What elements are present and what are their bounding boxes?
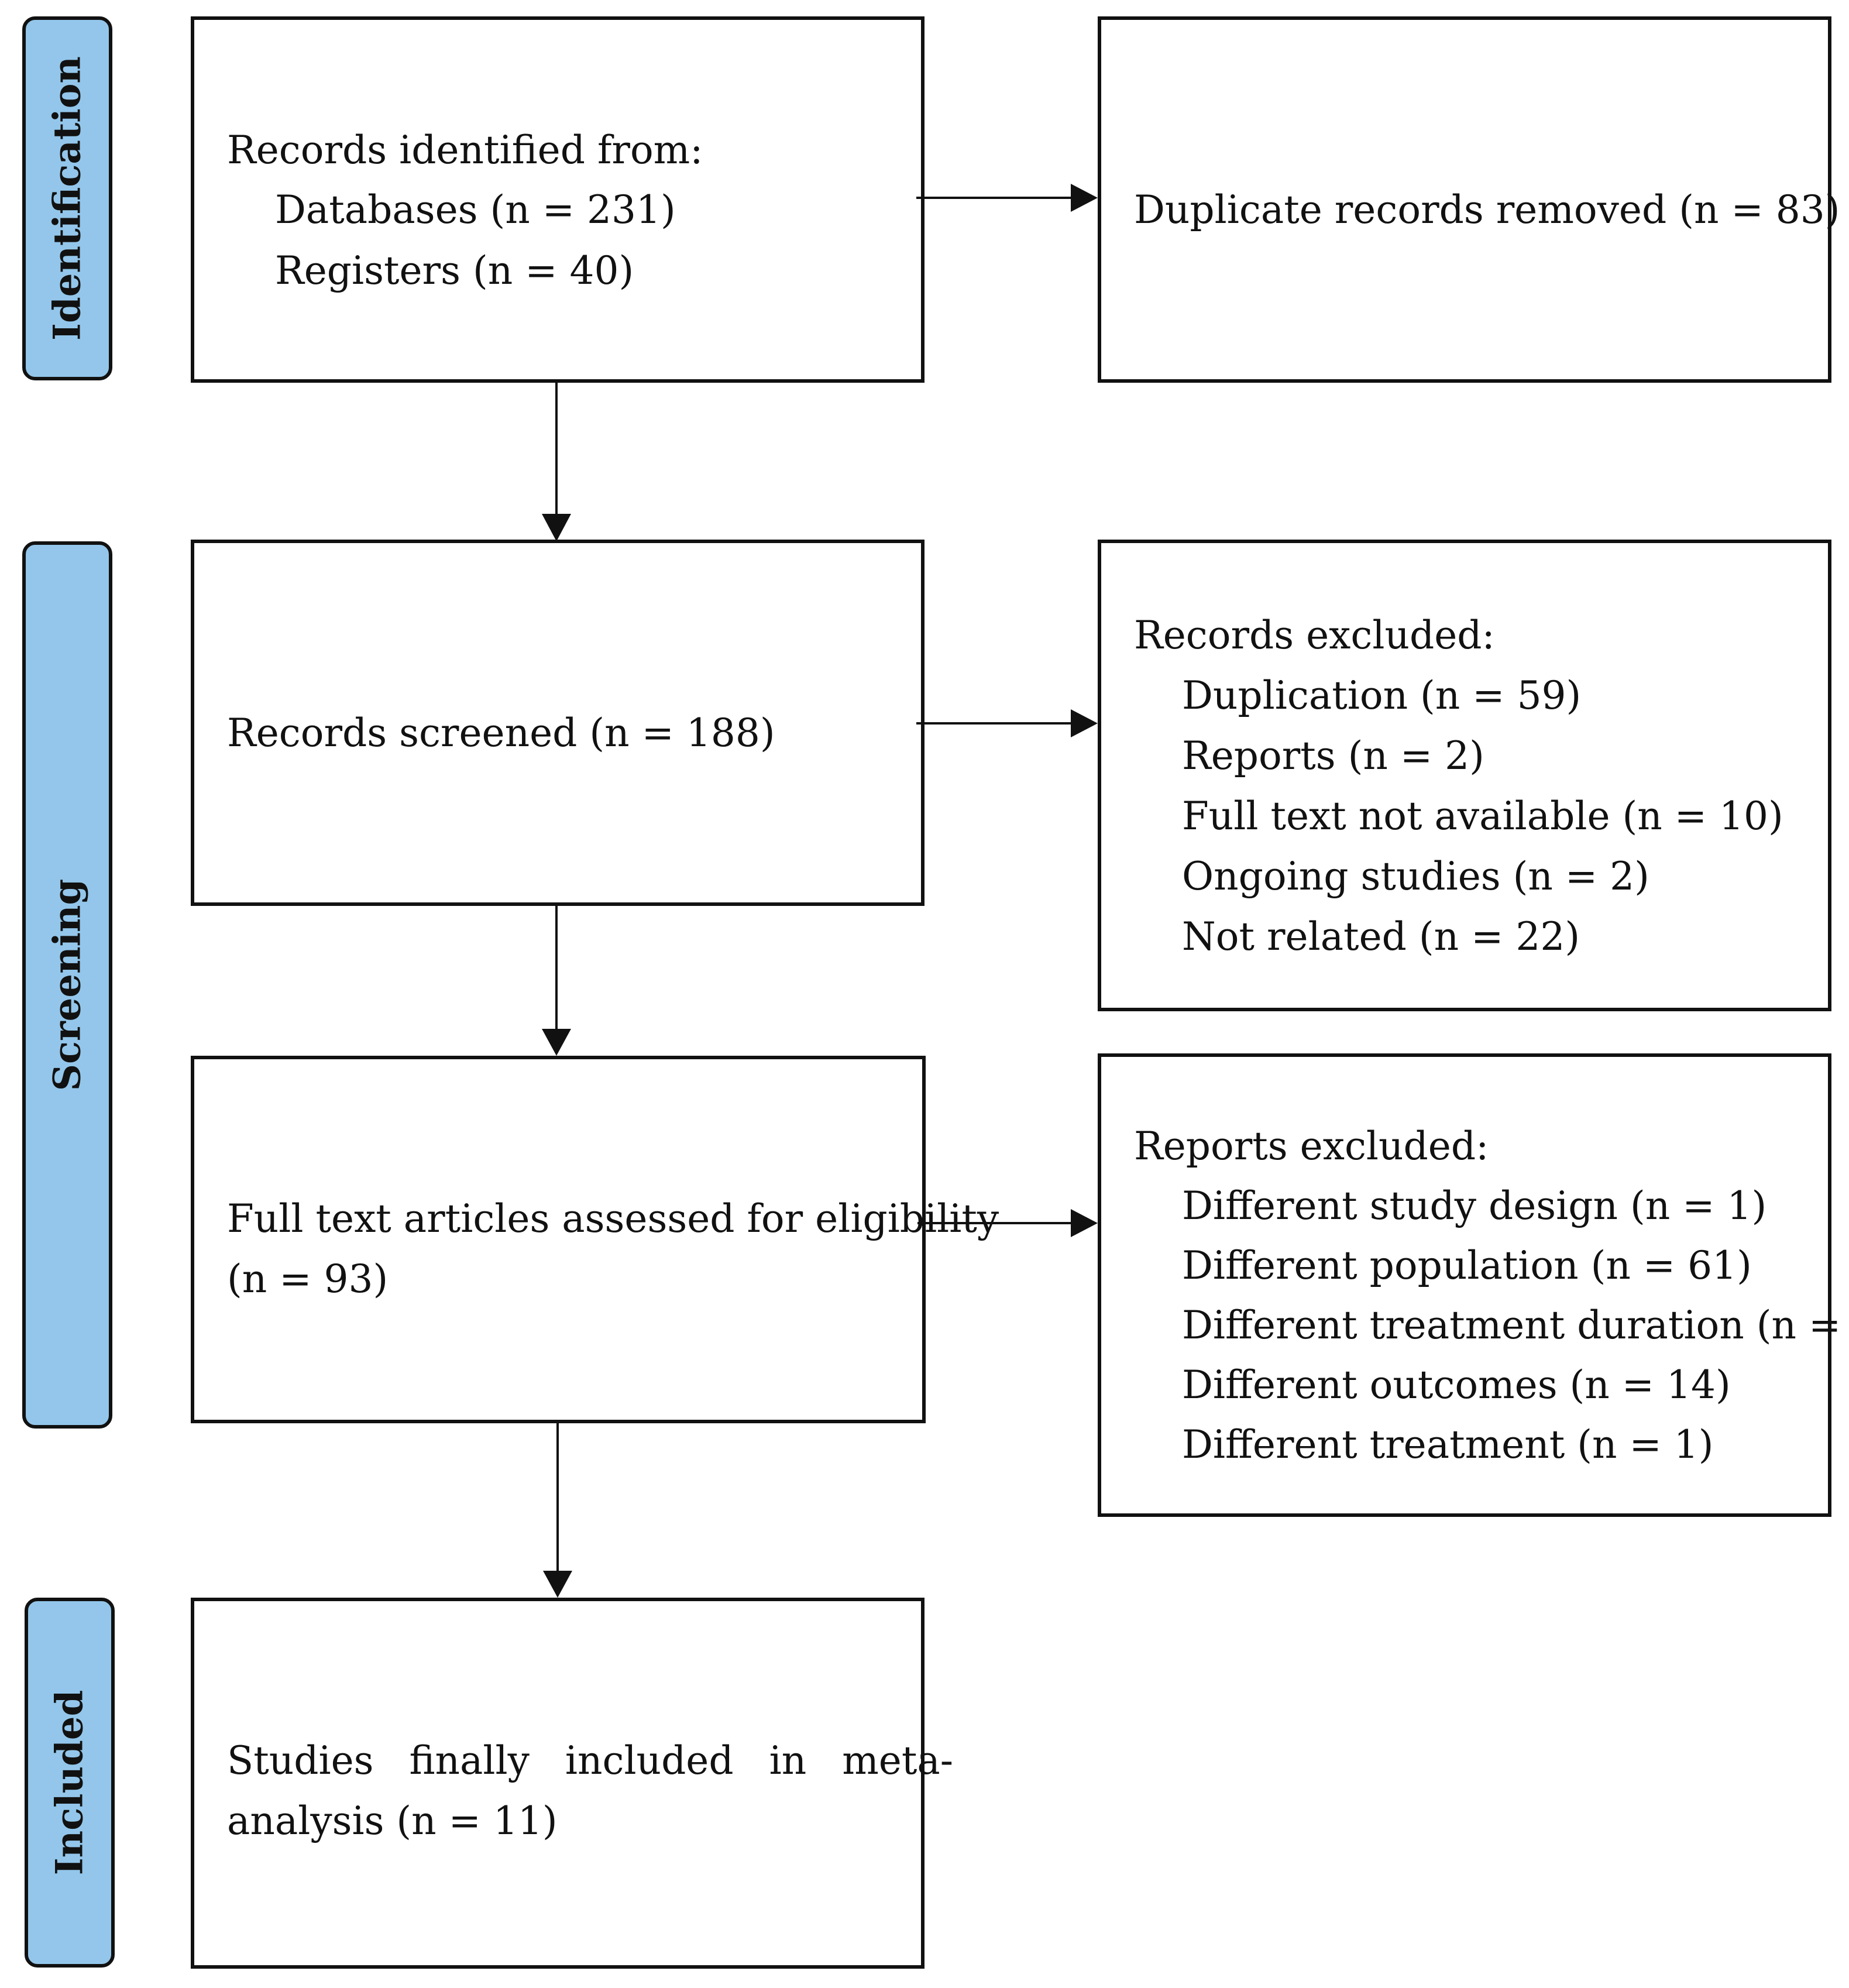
arrowhead-down xyxy=(542,1029,571,1056)
eligibility-text-line1: Full text articles assessed for eligibil… xyxy=(227,1196,999,1241)
records-excluded-item: Full text not available (n = 10) xyxy=(1182,794,1783,839)
records-excluded-heading: Records excluded: xyxy=(1134,613,1495,658)
arrowhead-right xyxy=(1071,1209,1098,1237)
stage-screening: Screening xyxy=(22,541,112,1429)
records-excluded-item: Duplication (n = 59) xyxy=(1182,673,1582,718)
duplicates-removed-box: Duplicate records removed (n = 83) xyxy=(1098,16,1840,383)
stage-identification: Identification xyxy=(22,16,112,380)
included-text-line2: analysis (n = 11) xyxy=(227,1798,558,1843)
records-excluded-item: Not related (n = 22) xyxy=(1182,914,1580,959)
records-excluded-item: Reports (n = 2) xyxy=(1182,733,1484,778)
eligibility-text-line2: (n = 93) xyxy=(227,1256,389,1302)
records-identified-box: Records identified from: Databases (n = … xyxy=(191,16,924,383)
records-screened-text: Records screened (n = 188) xyxy=(227,710,775,756)
records-excluded-box: Records excluded: Duplication (n = 59) R… xyxy=(1098,540,1831,1011)
registers-count: Registers (n = 40) xyxy=(275,248,634,293)
databases-count: Databases (n = 231) xyxy=(275,187,676,232)
reports-excluded-item: Different population (n = 61) xyxy=(1182,1243,1752,1288)
reports-excluded-heading: Reports excluded: xyxy=(1134,1124,1489,1169)
reports-excluded-item: Different study design (n = 1) xyxy=(1182,1183,1767,1228)
included-box: Studies finally included in meta- analys… xyxy=(191,1598,953,1969)
reports-excluded-box: Reports excluded: Different study design… xyxy=(1098,1053,1849,1517)
records-excluded-item: Ongoing studies (n = 2) xyxy=(1182,854,1649,899)
reports-excluded-item: Different treatment (n = 1) xyxy=(1182,1422,1714,1467)
records-screened-box: Records screened (n = 188) xyxy=(191,540,924,906)
eligibility-box: Full text articles assessed for eligibil… xyxy=(191,1056,999,1423)
stage-included: Included xyxy=(25,1598,115,1968)
records-identified-heading: Records identified from: xyxy=(227,128,703,173)
arrowhead-right xyxy=(1071,709,1098,737)
duplicates-removed-text: Duplicate records removed (n = 83) xyxy=(1134,187,1840,232)
included-text-line1: Studies finally included in meta- xyxy=(227,1738,954,1783)
arrowhead-right xyxy=(1071,184,1098,212)
arrowhead-down xyxy=(543,1571,572,1598)
reports-excluded-item: Different outcomes (n = 14) xyxy=(1182,1362,1731,1407)
reports-excluded-item: Different treatment duration (n = 5) xyxy=(1182,1303,1849,1348)
arrowhead-down xyxy=(542,514,571,541)
